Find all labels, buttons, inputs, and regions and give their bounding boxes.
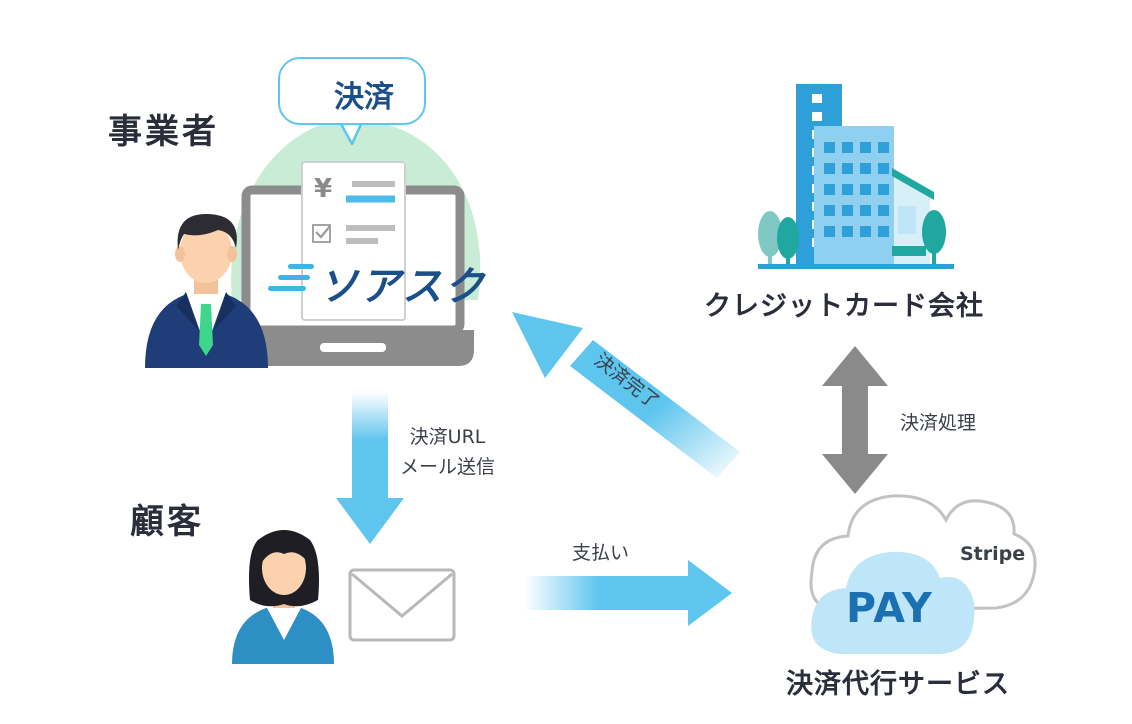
app-logo: ソアスク [318,264,486,310]
bubble-label: 決済 [334,80,394,115]
pay-cloud [811,551,975,654]
payment-service-label: 決済代行サービス [786,669,1010,700]
pay-cloud-label: PAY [846,584,933,632]
logo-stripes-icon [268,264,314,291]
businessman-avatar [145,214,268,368]
flow-payment-processing-label: 決済処理 [900,412,977,434]
laptop-trackpad [320,343,386,352]
checkbox-icon [312,224,331,243]
arrow-payment-processing [822,346,888,494]
flow-payment-label: 支払い [572,542,630,564]
business-label: 事業者 [108,112,219,152]
payment-speech-bubble [278,57,426,125]
customer-label: 顧客 [130,502,204,542]
flow-send-url-label: 決済URL メール送信 [400,422,495,482]
business-illustration [145,119,481,368]
customer-avatar [232,530,334,664]
stripe-label: Stripe [960,543,1026,565]
credit-card-company-label: クレジットカード会社 [704,291,984,322]
yen-icon: ¥ [314,174,333,204]
building-illustration [758,84,954,269]
arrow-send-url [336,392,404,544]
flow-send-url-line1: 決済URL [409,426,486,448]
envelope-icon [348,568,456,642]
flow-send-url-line2: メール送信 [400,456,496,478]
arrow-payment-complete [512,312,740,478]
arrow-payment [524,560,732,626]
